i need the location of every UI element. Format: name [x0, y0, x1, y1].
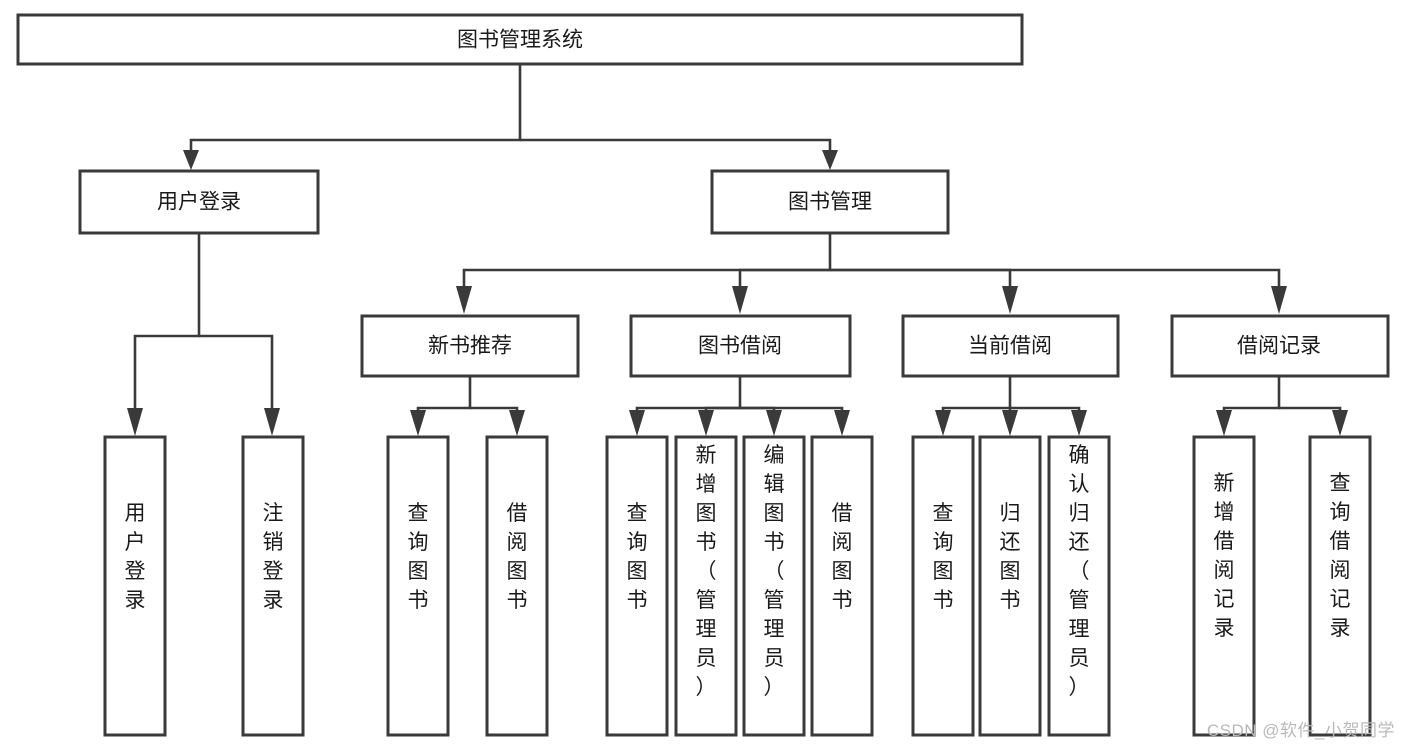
node-leaf-query-book-3-box[interactable]: [911, 435, 975, 737]
node-borrow-record-box[interactable]: [1170, 314, 1390, 378]
node-leaf-query-book-1-box[interactable]: [386, 435, 450, 737]
edge-bb-to-leaf-borrow-book-2: [740, 406, 844, 414]
edge-bm-to-borrow-record: [830, 268, 1281, 288]
arrowhead-leaf-borrow-book-1: [509, 410, 525, 436]
edge-br-to-leaf-query-record: [1279, 406, 1342, 414]
edge-bm-to-new-book-rec: [462, 234, 832, 288]
node-leaf-query-book-3-label: 查询图书: [933, 502, 954, 612]
arrowhead-leaf-return-book: [1002, 410, 1018, 436]
node-user-login[interactable]: 用户登录: [78, 169, 320, 235]
node-new-book-rec[interactable]: 新书推荐: [360, 314, 580, 378]
node-leaf-borrow-book-2-box[interactable]: [810, 435, 874, 737]
node-leaf-confirm-return-label: 确认归还（管理员）: [1069, 444, 1090, 699]
arrowhead-leaf-query-book-3: [935, 410, 951, 436]
node-leaf-return-book-box[interactable]: [978, 435, 1042, 737]
node-leaf-logout[interactable]: 注销登录: [241, 435, 305, 737]
node-book-manage-label: 图书管理: [788, 191, 872, 214]
arrowhead-book-manage: [822, 150, 838, 170]
arrowhead-leaf-query-record: [1332, 410, 1348, 436]
node-leaf-edit-book-label: 编辑图书（管理员）: [764, 444, 785, 699]
edge-cb-to-leaf-query-book-3: [941, 376, 1012, 414]
node-book-borrow-label: 图书借阅: [698, 335, 782, 358]
node-current-borrow[interactable]: 当前借阅: [901, 314, 1120, 378]
node-leaf-borrow-book-2-label: 借阅图书: [832, 502, 853, 612]
node-leaf-add-record-label: 新增借阅记录: [1214, 472, 1235, 640]
node-leaf-edit-book[interactable]: 编辑图书（管理员）: [742, 435, 806, 737]
node-leaf-add-book-label: 新增图书（管理员）: [696, 444, 717, 699]
node-leaf-logout-box[interactable]: [241, 435, 305, 737]
node-leaf-user-login-label: 用户登录: [125, 502, 146, 612]
arrowhead-leaf-edit-book: [766, 410, 782, 436]
node-leaf-confirm-return[interactable]: 确认归还（管理员）: [1047, 435, 1111, 737]
node-root[interactable]: 图书管理系统: [16, 13, 1024, 66]
edge-root-to-book-manage: [520, 138, 832, 152]
node-leaf-add-record[interactable]: 新增借阅记录: [1192, 435, 1256, 737]
arrowhead-leaf-query-book-1: [410, 410, 426, 436]
node-leaf-borrow-book-2[interactable]: 借阅图书: [810, 435, 874, 737]
edge-bm-to-book-borrow: [738, 268, 830, 288]
node-book-manage[interactable]: 图书管理: [710, 169, 950, 235]
edge-root-to-user-login: [189, 64, 522, 152]
arrowhead-leaf-borrow-book-2: [834, 410, 850, 436]
node-leaf-query-book-1[interactable]: 查询图书: [386, 435, 450, 737]
node-leaf-user-login[interactable]: 用户登录: [103, 435, 167, 737]
node-leaf-confirm-return-box[interactable]: [1047, 435, 1111, 737]
node-leaf-query-book-3[interactable]: 查询图书: [911, 435, 975, 737]
node-borrow-record-label: 借阅记录: [1237, 335, 1321, 358]
node-leaf-query-record-box[interactable]: [1308, 435, 1372, 737]
arrowhead-leaf-add-book: [698, 410, 714, 436]
node-leaf-query-book-2[interactable]: 查询图书: [605, 435, 669, 737]
node-leaf-borrow-book-1-box[interactable]: [485, 435, 549, 737]
arrowhead-leaf-confirm-return: [1071, 410, 1087, 436]
node-leaf-logout-label: 注销登录: [263, 502, 284, 612]
csdn-watermark: CSDN @软件_小贺同学: [1206, 721, 1395, 740]
node-current-borrow-label: 当前借阅: [968, 335, 1052, 358]
edge-ul-to-leaf-logout: [199, 334, 274, 410]
node-leaf-query-book-2-label: 查询图书: [627, 502, 648, 612]
node-user-login-label: 用户登录: [157, 191, 241, 214]
arrowhead-current-borrow: [1002, 286, 1018, 314]
node-leaf-return-book-label: 归还图书: [1000, 502, 1021, 612]
node-leaf-query-record-label: 查询借阅记录: [1330, 472, 1351, 640]
edge-ul-to-leaf-user-login: [133, 234, 201, 410]
arrowhead-borrow-record: [1271, 286, 1287, 314]
node-leaf-edit-book-box[interactable]: [742, 435, 806, 737]
node-leaf-user-login-box[interactable]: [103, 435, 167, 737]
node-root-box[interactable]: [16, 13, 1024, 66]
node-current-borrow-box[interactable]: [901, 314, 1120, 378]
node-book-borrow[interactable]: 图书借阅: [629, 314, 852, 378]
node-leaf-add-book[interactable]: 新增图书（管理员）: [674, 435, 738, 737]
arrowhead-new-book-rec: [456, 286, 472, 314]
node-book-borrow-box[interactable]: [629, 314, 852, 378]
node-borrow-record[interactable]: 借阅记录: [1170, 314, 1390, 378]
arrowhead-leaf-add-record: [1216, 410, 1232, 436]
node-leaf-borrow-book-1[interactable]: 借阅图书: [485, 435, 549, 737]
node-leaf-add-record-box[interactable]: [1192, 435, 1256, 737]
node-leaf-borrow-book-1-label: 借阅图书: [507, 502, 528, 612]
edge-bm-to-current-borrow: [830, 268, 1012, 288]
node-leaf-query-book-1-label: 查询图书: [408, 502, 429, 612]
node-leaf-query-record[interactable]: 查询借阅记录: [1308, 435, 1372, 737]
node-user-login-box[interactable]: [78, 169, 320, 235]
node-leaf-query-book-2-box[interactable]: [605, 435, 669, 737]
connector-layer: [127, 64, 1348, 436]
edge-nbr-to-leaf-query-book-1: [416, 376, 472, 414]
arrowhead-leaf-query-book-2: [629, 410, 645, 436]
edge-cb-to-leaf-confirm-return: [1010, 406, 1081, 414]
arrowhead-leaf-logout: [264, 408, 280, 436]
edge-br-to-leaf-add-record: [1222, 376, 1281, 414]
node-leaf-return-book[interactable]: 归还图书: [978, 435, 1042, 737]
arrowhead-leaf-user-login: [127, 408, 143, 436]
node-new-book-rec-label: 新书推荐: [428, 335, 512, 358]
node-book-manage-box[interactable]: [710, 169, 950, 235]
node-root-label: 图书管理系统: [457, 29, 583, 52]
arrowhead-book-borrow: [732, 286, 748, 314]
arrowhead-user-login: [183, 150, 199, 170]
node-leaf-add-book-box[interactable]: [674, 435, 738, 737]
node-new-book-rec-box[interactable]: [360, 314, 580, 378]
